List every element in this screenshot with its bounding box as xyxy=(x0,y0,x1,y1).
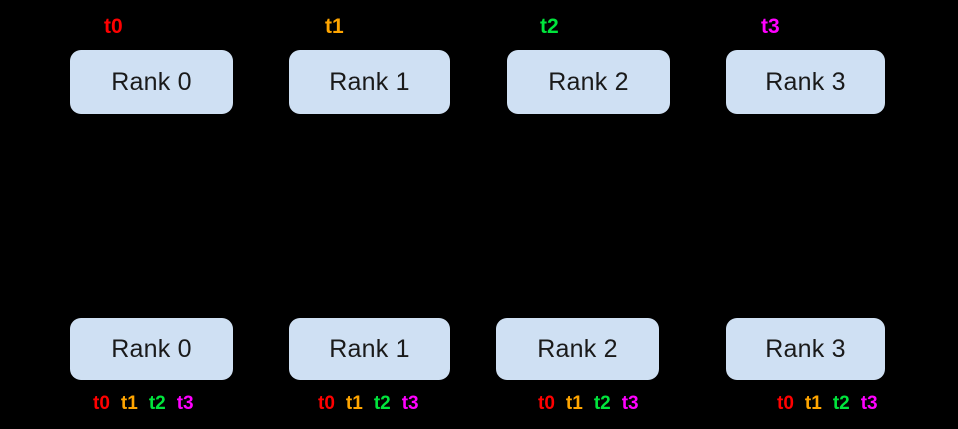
bottom-rank-box-1[interactable]: Rank 1 xyxy=(289,318,450,380)
top-tick-label-t3: t3 xyxy=(761,15,780,38)
bottom-tick-label-t2: t2 xyxy=(593,393,611,414)
bottom-tick-row-1: t0 t1 t2 t3 xyxy=(318,394,419,413)
bottom-tick-row-0: t0 t1 t2 t3 xyxy=(93,394,194,413)
top-rank-box-2[interactable]: Rank 2 xyxy=(507,50,670,114)
bottom-tick-row-3: t0 t1 t2 t3 xyxy=(777,394,878,413)
top-rank-box-1[interactable]: Rank 1 xyxy=(289,50,450,114)
bottom-tick-label-t0: t0 xyxy=(93,393,110,414)
bottom-rank-box-3[interactable]: Rank 3 xyxy=(726,318,885,380)
bottom-rank-box-label-1: Rank 1 xyxy=(329,334,410,363)
top-rank-box-label-3: Rank 3 xyxy=(765,67,846,96)
bottom-tick-label-t1: t1 xyxy=(804,393,822,414)
bottom-tick-label-t3: t3 xyxy=(621,393,639,414)
bottom-tick-label-t2: t2 xyxy=(148,393,166,414)
bottom-tick-label-t0: t0 xyxy=(318,393,335,414)
bottom-tick-label-t0: t0 xyxy=(777,393,794,414)
top-rank-box-label-0: Rank 0 xyxy=(111,67,192,96)
top-rank-box-0[interactable]: Rank 0 xyxy=(70,50,233,114)
bottom-rank-box-label-3: Rank 3 xyxy=(765,334,846,363)
top-tick-label-t2: t2 xyxy=(540,15,559,38)
top-rank-box-3[interactable]: Rank 3 xyxy=(726,50,885,114)
bottom-rank-box-2[interactable]: Rank 2 xyxy=(496,318,659,380)
bottom-tick-label-t1: t1 xyxy=(120,393,138,414)
top-tick-label-t0: t0 xyxy=(104,15,123,38)
top-tick-label-t1: t1 xyxy=(325,15,344,38)
bottom-tick-label-t0: t0 xyxy=(538,393,555,414)
bottom-tick-label-t2: t2 xyxy=(832,393,850,414)
bottom-tick-row-2: t0 t1 t2 t3 xyxy=(538,394,639,413)
bottom-tick-label-t3: t3 xyxy=(176,393,194,414)
bottom-tick-label-t3: t3 xyxy=(860,393,878,414)
bottom-tick-label-t1: t1 xyxy=(565,393,583,414)
bottom-tick-label-t2: t2 xyxy=(373,393,391,414)
bottom-rank-box-0[interactable]: Rank 0 xyxy=(70,318,233,380)
bottom-rank-box-label-2: Rank 2 xyxy=(537,334,618,363)
bottom-tick-label-t3: t3 xyxy=(401,393,419,414)
bottom-tick-label-t1: t1 xyxy=(345,393,363,414)
bottom-rank-box-label-0: Rank 0 xyxy=(111,334,192,363)
top-rank-box-label-2: Rank 2 xyxy=(548,67,629,96)
top-rank-box-label-1: Rank 1 xyxy=(329,67,410,96)
